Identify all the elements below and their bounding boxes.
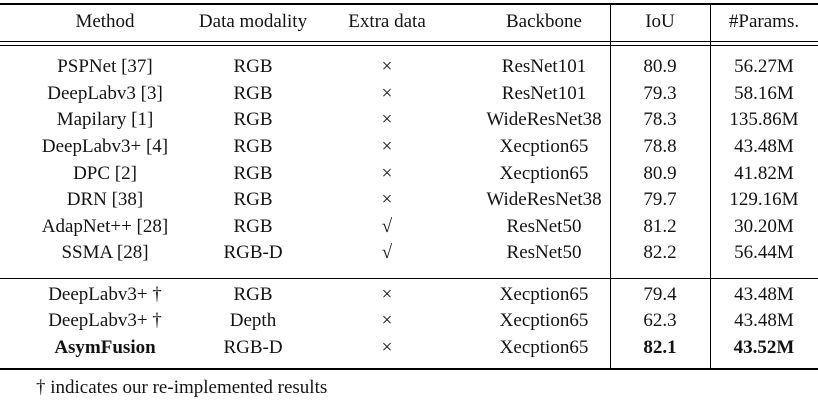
cross-mark-icon: ×: [381, 162, 393, 184]
backbone-cell: WideResNet38: [486, 189, 602, 211]
backbone-cell: Xecption65: [499, 136, 589, 158]
table-section-our-results: DeepLabv3+ † RGB × Xecption65 79.4 43.48…: [0, 282, 818, 362]
table-row: DPC [2] RGB × Xecption65 80.9 41.82M: [0, 160, 818, 187]
table-section-published-methods: PSPNet [37] RGB × ResNet101 80.9 56.27M …: [0, 54, 818, 267]
table-row: SSMA [28] RGB-D √ ResNet50 82.2 56.44M: [0, 240, 818, 267]
modality-cell: RGB: [233, 82, 273, 104]
table-row: DRN [38] RGB × WideResNet38 79.7 129.16M: [0, 187, 818, 214]
method-cell: PSPNet [37]: [57, 56, 153, 78]
header-double-rule-top: [0, 40, 818, 42]
params-cell: 58.16M: [734, 82, 794, 104]
column-header-params: #Params.: [728, 11, 800, 32]
section-divider-rule: [0, 277, 818, 279]
cross-mark-icon: ×: [381, 136, 393, 158]
table-row: DeepLabv3+ † Depth × Xecption65 62.3 43.…: [0, 308, 818, 335]
iou-cell: 78.8: [643, 136, 677, 158]
params-cell: 43.48M: [734, 283, 794, 305]
backbone-cell: Xecption65: [499, 283, 589, 305]
params-cell: 43.48M: [734, 310, 794, 332]
iou-cell: 81.2: [643, 215, 677, 237]
backbone-cell: ResNet50: [506, 242, 582, 264]
modality-cell: RGB: [233, 162, 273, 184]
iou-cell: 79.4: [643, 283, 677, 305]
bottom-rule: [0, 368, 818, 370]
table-row: Mapilary [1] RGB × WideResNet38 78.3 135…: [0, 107, 818, 134]
params-cell: 43.48M: [734, 136, 794, 158]
table-row: AdapNet++ [28] RGB √ ResNet50 81.2 30.20…: [0, 214, 818, 241]
method-cell: DPC [2]: [73, 162, 137, 184]
table-row: AsymFusion RGB-D × Xecption65 82.1 43.52…: [0, 335, 818, 362]
params-cell: 129.16M: [729, 189, 799, 211]
cross-mark-icon: ×: [381, 82, 393, 104]
modality-cell: Depth: [229, 310, 277, 332]
params-cell: 30.20M: [734, 215, 794, 237]
cross-mark-icon: ×: [381, 109, 393, 131]
method-cell: AsymFusion: [54, 336, 156, 358]
modality-cell: RGB-D: [223, 242, 283, 264]
iou-cell: 82.1: [643, 336, 677, 358]
check-mark-icon: √: [381, 215, 393, 237]
cross-mark-icon: ×: [381, 336, 393, 358]
method-cell: DeepLabv3 [3]: [47, 82, 163, 104]
method-cell: DRN [38]: [66, 189, 144, 211]
params-cell: 56.44M: [734, 242, 794, 264]
modality-cell: RGB: [233, 283, 273, 305]
top-rule: [0, 3, 818, 5]
table-row: DeepLabv3 [3] RGB × ResNet101 79.3 58.16…: [0, 81, 818, 108]
table-header-row: Method Data modality Extra data Backbone…: [0, 4, 818, 40]
modality-cell: RGB: [233, 56, 273, 78]
column-header-data-modality: Data modality: [198, 11, 308, 32]
iou-cell: 82.2: [643, 242, 677, 264]
backbone-cell: ResNet101: [501, 82, 587, 104]
cross-mark-icon: ×: [381, 310, 393, 332]
table-row: PSPNet [37] RGB × ResNet101 80.9 56.27M: [0, 54, 818, 81]
table-footnote: † indicates our re-implemented results: [36, 377, 328, 398]
params-cell: 41.82M: [734, 162, 794, 184]
method-cell: DeepLabv3+ [4]: [41, 136, 169, 158]
check-mark-icon: √: [381, 242, 393, 264]
method-cell: DeepLabv3+ †: [48, 283, 162, 305]
table-row: DeepLabv3+ [4] RGB × Xecption65 78.8 43.…: [0, 134, 818, 161]
vertical-rule-before-params: [710, 4, 712, 368]
iou-cell: 62.3: [643, 310, 677, 332]
method-cell: AdapNet++ [28]: [41, 215, 169, 237]
backbone-cell: ResNet101: [501, 56, 587, 78]
iou-cell: 80.9: [643, 162, 677, 184]
column-header-extra-data: Extra data: [348, 11, 426, 32]
backbone-cell: Xecption65: [499, 310, 589, 332]
modality-cell: RGB-D: [223, 336, 283, 358]
iou-cell: 79.7: [643, 189, 677, 211]
column-header-iou: IoU: [645, 11, 675, 32]
cross-mark-icon: ×: [381, 56, 393, 78]
backbone-cell: Xecption65: [499, 336, 589, 358]
backbone-cell: ResNet50: [506, 215, 582, 237]
modality-cell: RGB: [233, 189, 273, 211]
cross-mark-icon: ×: [381, 283, 393, 305]
iou-cell: 78.3: [643, 109, 677, 131]
modality-cell: RGB: [233, 215, 273, 237]
params-cell: 56.27M: [734, 56, 794, 78]
modality-cell: RGB: [233, 109, 273, 131]
header-double-rule-bottom: [0, 44, 818, 46]
backbone-cell: WideResNet38: [486, 109, 602, 131]
cross-mark-icon: ×: [381, 189, 393, 211]
table-row: DeepLabv3+ † RGB × Xecption65 79.4 43.48…: [0, 282, 818, 309]
method-cell: SSMA [28]: [61, 242, 149, 264]
iou-cell: 79.3: [643, 82, 677, 104]
vertical-rule-before-iou: [610, 4, 612, 368]
column-header-backbone: Backbone: [506, 11, 582, 32]
params-cell: 135.86M: [729, 109, 799, 131]
method-cell: DeepLabv3+ †: [48, 310, 162, 332]
method-cell: Mapilary [1]: [56, 109, 154, 131]
modality-cell: RGB: [233, 136, 273, 158]
iou-cell: 80.9: [643, 56, 677, 78]
column-header-method: Method: [75, 11, 135, 32]
backbone-cell: Xecption65: [499, 162, 589, 184]
params-cell: 43.52M: [733, 336, 795, 358]
